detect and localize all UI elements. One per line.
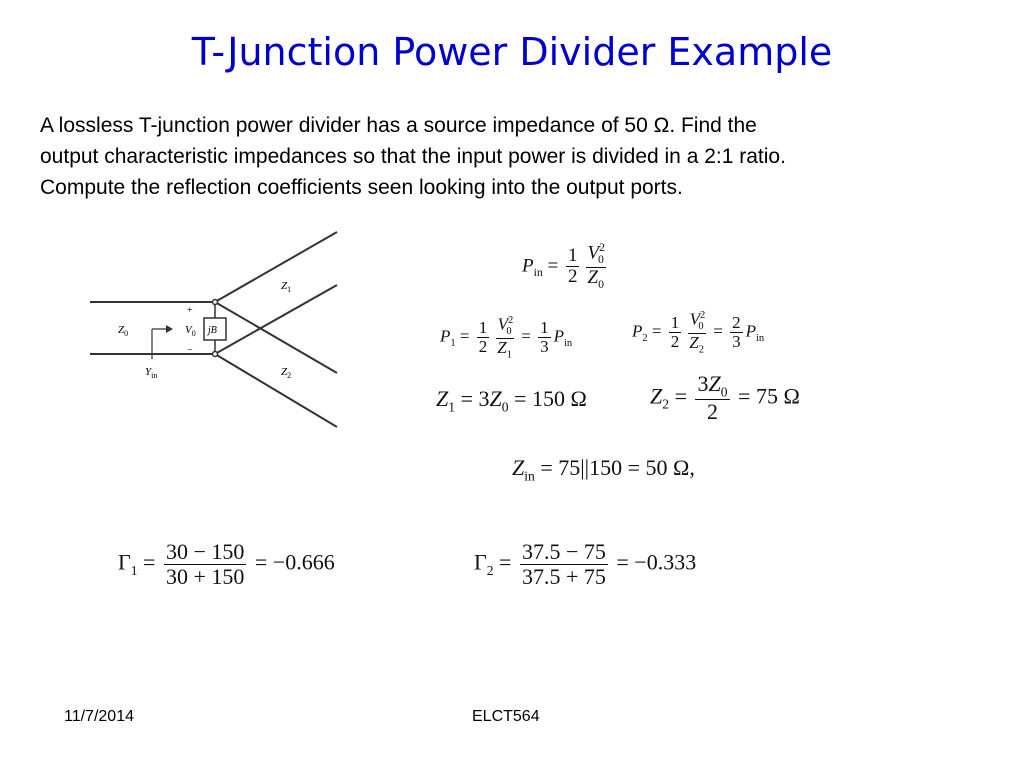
arrow-right-icon <box>166 325 173 333</box>
branch-1-inner <box>214 284 338 355</box>
v0-label: V0 <box>185 324 196 338</box>
node-top <box>211 298 219 306</box>
v0-plus: + <box>187 305 193 316</box>
problem-statement: A lossless T-junction power divider has … <box>40 110 990 203</box>
problem-line: A lossless T-junction power divider has … <box>40 114 757 137</box>
t-junction-diagram: jB + V0 − Z0 Yin Z1 Z2 <box>90 231 338 428</box>
footer-course: ELCT564 <box>472 708 540 725</box>
z0-label: Z0 <box>118 324 128 338</box>
problem-line: output characteristic impedances so that… <box>40 145 786 168</box>
z2-label: Z2 <box>281 366 291 380</box>
jb-label: jB <box>206 325 217 336</box>
problem-line: Compute the reflection coefficients seen… <box>40 176 683 199</box>
node-bottom <box>211 350 219 358</box>
v0-minus: − <box>187 345 193 356</box>
slide-title: T-Junction Power Divider Example <box>191 30 833 74</box>
branch-2-inner <box>214 301 338 374</box>
z1-label: Z1 <box>281 280 291 294</box>
eq-z1: Z1 = 3Z0 = 150 Ω <box>436 386 587 415</box>
branch-1-outer <box>214 231 338 303</box>
branch-2-outer <box>214 353 338 428</box>
footer-date: 11/7/2014 <box>64 708 134 725</box>
eq-zin: Zin = 75||150 = 50 Ω, <box>512 455 695 484</box>
yin-label: Yin <box>145 366 157 380</box>
